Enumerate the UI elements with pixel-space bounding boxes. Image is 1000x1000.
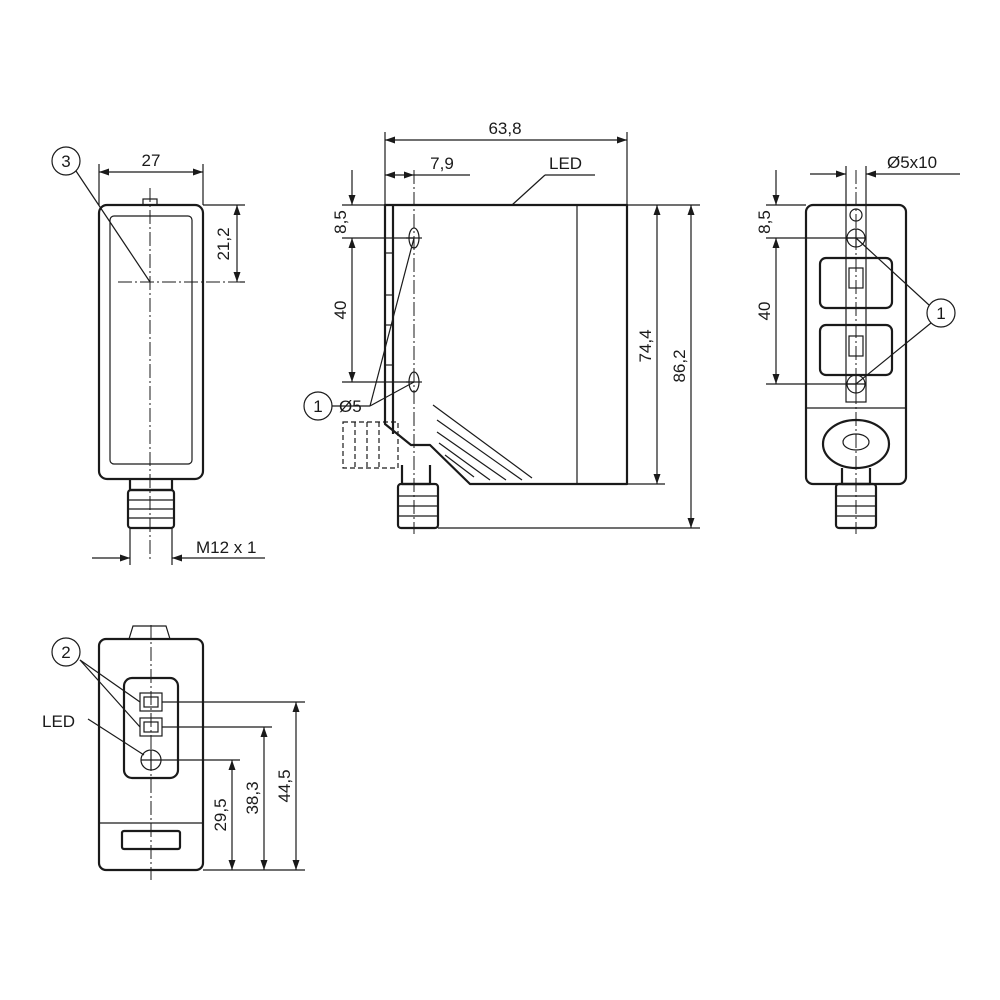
side-upper-label: 8,5 — [331, 210, 350, 234]
side-led-label: LED — [549, 154, 582, 173]
rear-spacing-label: 40 — [755, 302, 774, 321]
callout-3-label: 3 — [61, 152, 70, 171]
side-spacing-label: 40 — [331, 301, 350, 320]
side-hole-label: Ø5 — [339, 397, 362, 416]
thread-label: M12 x 1 — [196, 538, 256, 557]
bottom-dim-1-label: 29,5 — [211, 798, 230, 831]
bottom-led-label: LED — [42, 712, 75, 731]
callout-3 — [51, 146, 81, 176]
side-length-label: 63,8 — [488, 119, 521, 138]
side-view: 63,8 7,9 LED 8,5 40 1 Ø5 74,4 86,2 — [303, 119, 700, 534]
front-height-label: 21,2 — [214, 227, 233, 260]
side-total-label: 86,2 — [670, 349, 689, 382]
callout-1-rear — [926, 298, 956, 328]
side-body-label: 74,4 — [636, 329, 655, 362]
callout-2 — [51, 637, 81, 667]
rear-slot-label: Ø5x10 — [887, 153, 937, 172]
callout-1-rear-label: 1 — [936, 304, 945, 323]
callout-2-label: 2 — [61, 643, 70, 662]
rear-view: Ø5x10 8,5 40 1 — [755, 153, 960, 534]
bottom-dim-3-label: 44,5 — [275, 769, 294, 802]
bottom-dim-2-label: 38,3 — [243, 781, 262, 814]
side-offset-label: 7,9 — [430, 154, 454, 173]
front-view: 27 21,2 3 M12 x 1 — [51, 146, 265, 565]
rear-upper-label: 8,5 — [755, 210, 774, 234]
front-width-label: 27 — [142, 151, 161, 170]
bottom-view: 2 LED 29,5 38,3 44,5 — [42, 625, 305, 880]
callout-1-side-label: 1 — [313, 397, 322, 416]
